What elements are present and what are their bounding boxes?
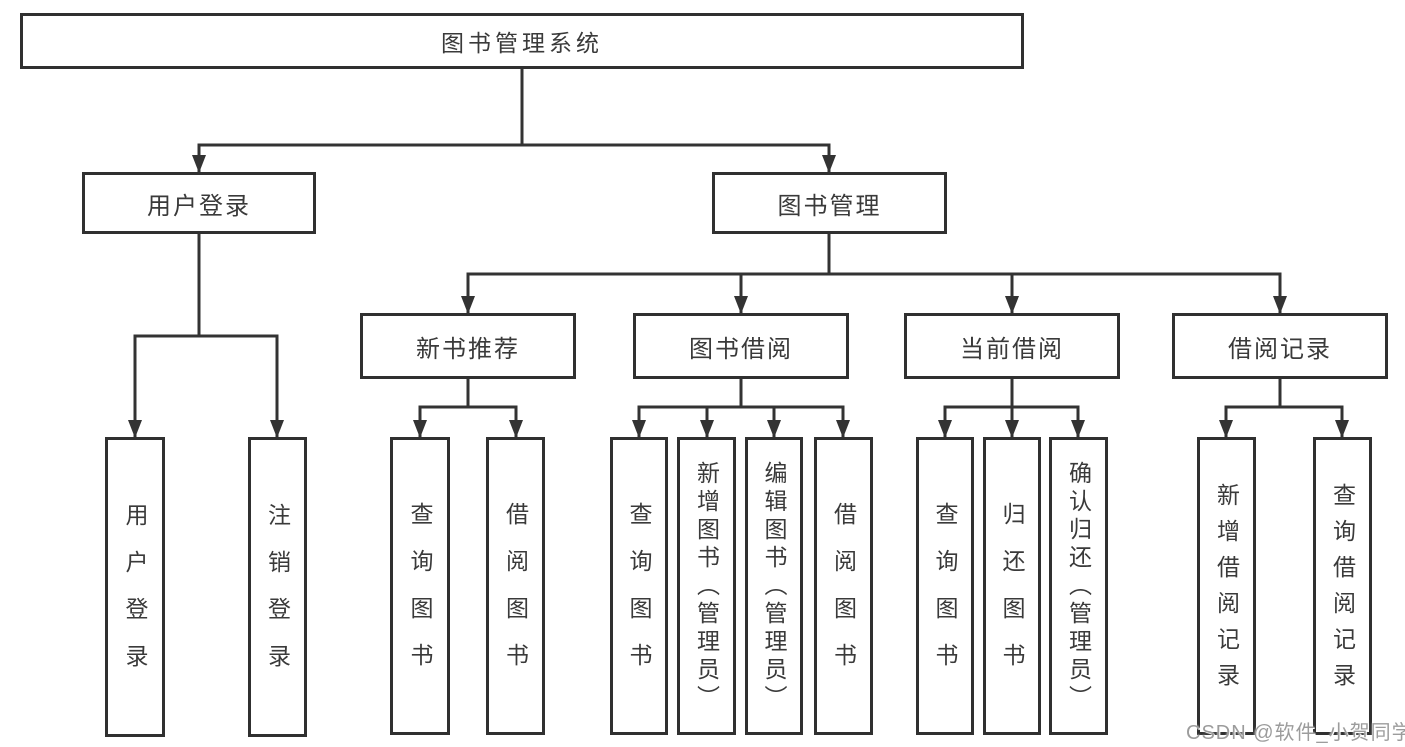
node-label: 当前借阅 [960,335,1064,363]
node-label: 查询借阅记录 [1329,483,1356,699]
leaf-return-book: 归还图书 [983,437,1041,735]
leaf-query-books-borrow: 查询图书 [610,437,668,735]
node-label: 新书推荐 [416,335,520,363]
node-library-system: 图书管理系统 [20,13,1024,69]
node-new-book-recommend: 新书推荐 [360,313,576,379]
leaf-user-login: 用户登录 [105,437,165,737]
node-book-management: 图书管理 [712,172,947,234]
node-label: 用户登录 [122,503,148,691]
node-user-login: 用户登录 [82,172,316,234]
node-label: 查询图书 [626,502,652,690]
node-label: 用户登录 [147,192,251,220]
node-label: 图书管理 [777,192,882,220]
leaf-query-borrow-record: 查询借阅记录 [1313,437,1372,735]
leaf-edit-book-admin: 编辑图书（管理员） [745,437,803,735]
node-label: 编辑图书（管理员） [761,461,787,713]
leaf-query-books-recommend: 查询图书 [390,437,450,735]
node-label: 注销登录 [264,503,291,691]
node-borrow-records: 借阅记录 [1172,313,1388,379]
node-label: 确认归还（管理员） [1065,461,1092,713]
leaf-add-book-admin: 新增图书（管理员） [677,437,736,735]
csdn-watermark: CSDN @软件_小贺同学 [1186,722,1405,744]
node-book-borrow: 图书借阅 [633,313,849,379]
node-label: 查询图书 [407,502,433,690]
node-label: 新增图书（管理员） [693,461,720,713]
node-current-borrow: 当前借阅 [904,313,1120,379]
node-label: 图书借阅 [689,335,793,363]
leaf-query-books-current: 查询图书 [916,437,974,735]
leaf-confirm-return-admin: 确认归还（管理员） [1049,437,1108,735]
leaf-borrow-books: 借阅图书 [814,437,873,735]
node-label: 借阅图书 [502,502,529,690]
leaf-logout: 注销登录 [248,437,307,737]
node-label: 查询图书 [932,502,958,690]
node-label: 借阅记录 [1228,335,1332,363]
leaf-borrow-books-recommend: 借阅图书 [486,437,545,735]
node-label: 借阅图书 [830,502,857,690]
leaf-add-borrow-record: 新增借阅记录 [1197,437,1256,735]
node-label: 新增借阅记录 [1213,483,1240,699]
node-label: 图书管理系统 [441,30,603,56]
node-label: 归还图书 [999,502,1025,690]
